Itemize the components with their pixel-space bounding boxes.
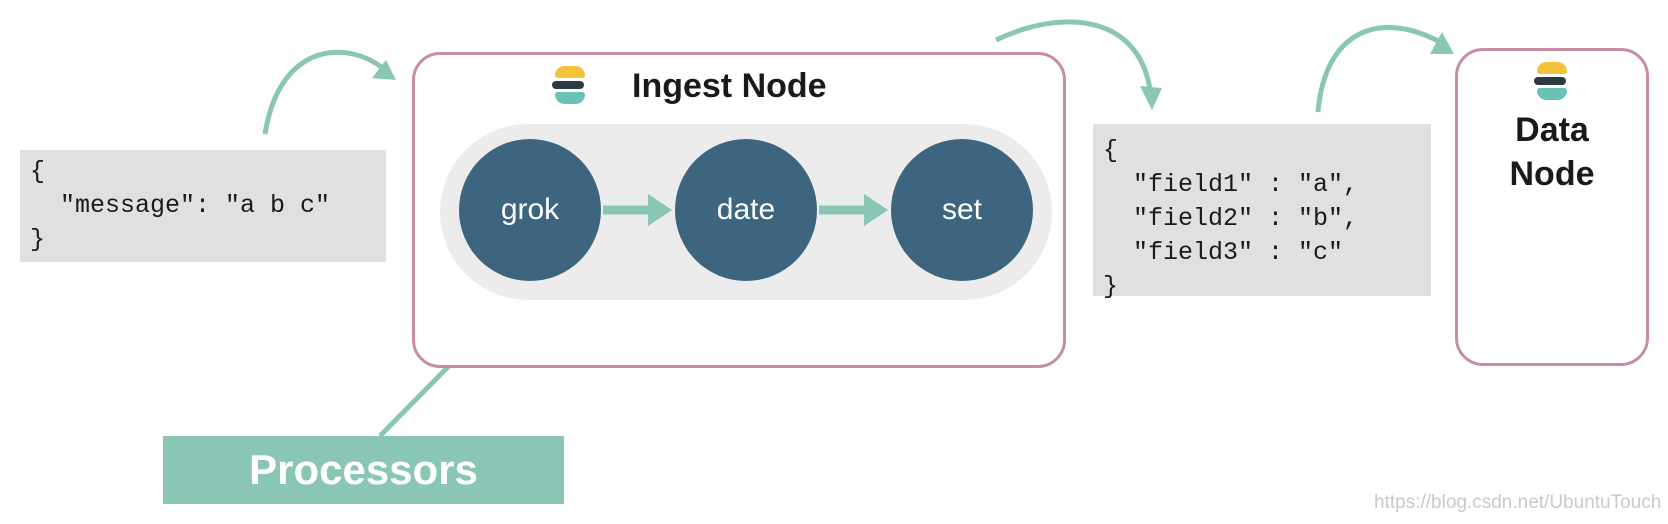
processor-date: date bbox=[675, 139, 817, 281]
arrow-ingest-to-output bbox=[994, 19, 1153, 91]
data-node-box bbox=[1455, 48, 1649, 366]
arrow-ingest-to-output-head bbox=[1140, 86, 1162, 110]
ingest-node-title: Ingest Node bbox=[632, 67, 827, 105]
arrow-date-to-set-head bbox=[864, 194, 888, 226]
processor-grok: grok bbox=[459, 139, 601, 281]
arrow-output-to-datanode-head bbox=[1430, 32, 1454, 54]
elastic-logo-icon bbox=[1534, 62, 1570, 106]
elastic-logo-icon bbox=[552, 66, 588, 110]
processors-label: Processors bbox=[163, 436, 564, 504]
arrow-output-to-datanode bbox=[1315, 25, 1442, 113]
arrow-input-to-ingest bbox=[262, 49, 387, 135]
output-document: { "field1" : "a", "field2" : "b", "field… bbox=[1093, 124, 1431, 301]
arrow-input-to-ingest-head bbox=[372, 60, 396, 80]
watermark: https://blog.csdn.net/UbuntuTouch bbox=[1374, 492, 1662, 513]
data-node-title: Data Node bbox=[1509, 111, 1595, 193]
arrow-grok-to-date-head bbox=[648, 194, 672, 226]
input-document: { "message": "a b c" } bbox=[20, 150, 386, 262]
processor-set: set bbox=[891, 139, 1033, 281]
